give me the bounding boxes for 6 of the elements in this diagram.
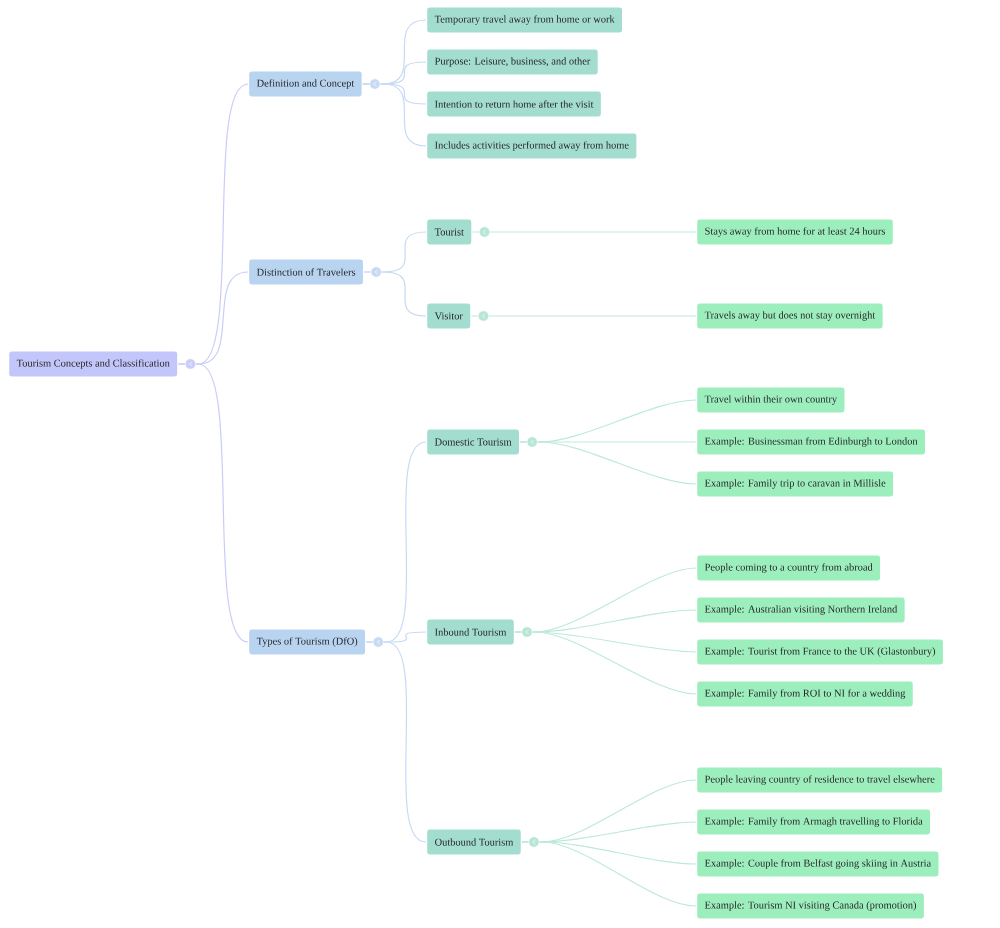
connector — [363, 271, 427, 317]
connector — [471, 231, 697, 233]
connector — [177, 363, 249, 643]
connector — [470, 315, 697, 317]
connector — [365, 641, 427, 843]
connector — [519, 441, 697, 485]
